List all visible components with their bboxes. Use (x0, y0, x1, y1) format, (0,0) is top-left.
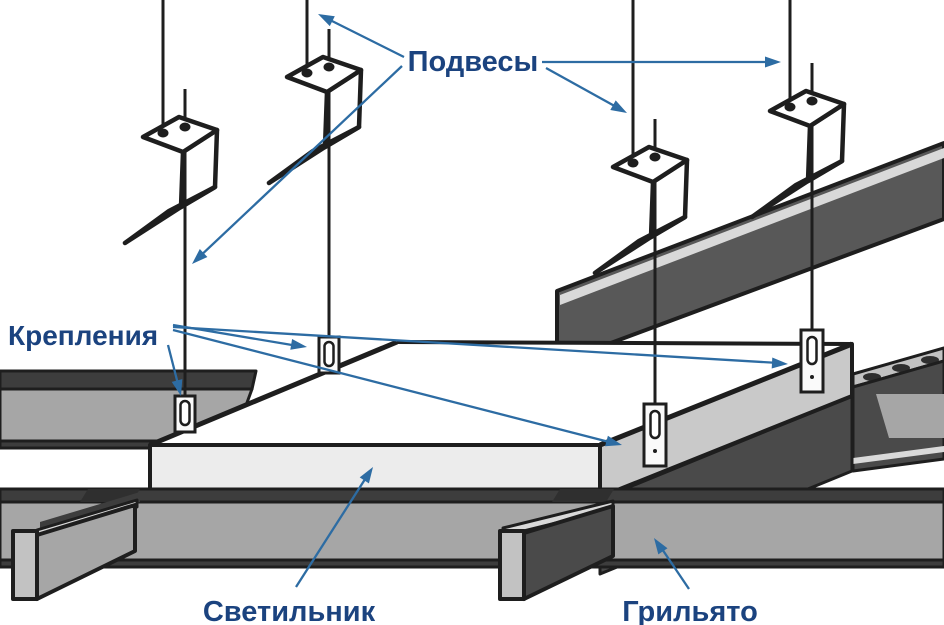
hanger-1 (125, 117, 217, 243)
grilyato-cross-rail-left-end (11, 492, 140, 601)
label-fasteners: Крепления (8, 320, 158, 351)
fastener-4 (799, 328, 825, 394)
label-grilyato: Грильято (622, 596, 758, 625)
fasteners-arrows (166, 323, 788, 447)
wire-2 (305, 0, 331, 340)
grilyato-cross-rail-near-end (498, 499, 615, 601)
label-hangers: Подвесы (408, 46, 539, 78)
labels: Подвесы Крепления Светильник Грильято (8, 46, 758, 625)
grilyato-grid-cells (851, 346, 944, 473)
light-fixture-arrow (295, 467, 373, 588)
fastener-3 (642, 402, 668, 468)
grilyato-arrow (654, 538, 690, 590)
hangers-arrows (192, 14, 781, 264)
annotation-arrows (166, 14, 788, 590)
grilyato-cross-rail-far (555, 141, 944, 365)
grilyato-front-rail (0, 487, 944, 569)
hanger-2 (269, 57, 361, 183)
fastener-1 (173, 394, 197, 434)
label-light-fixture: Светильник (203, 596, 376, 625)
